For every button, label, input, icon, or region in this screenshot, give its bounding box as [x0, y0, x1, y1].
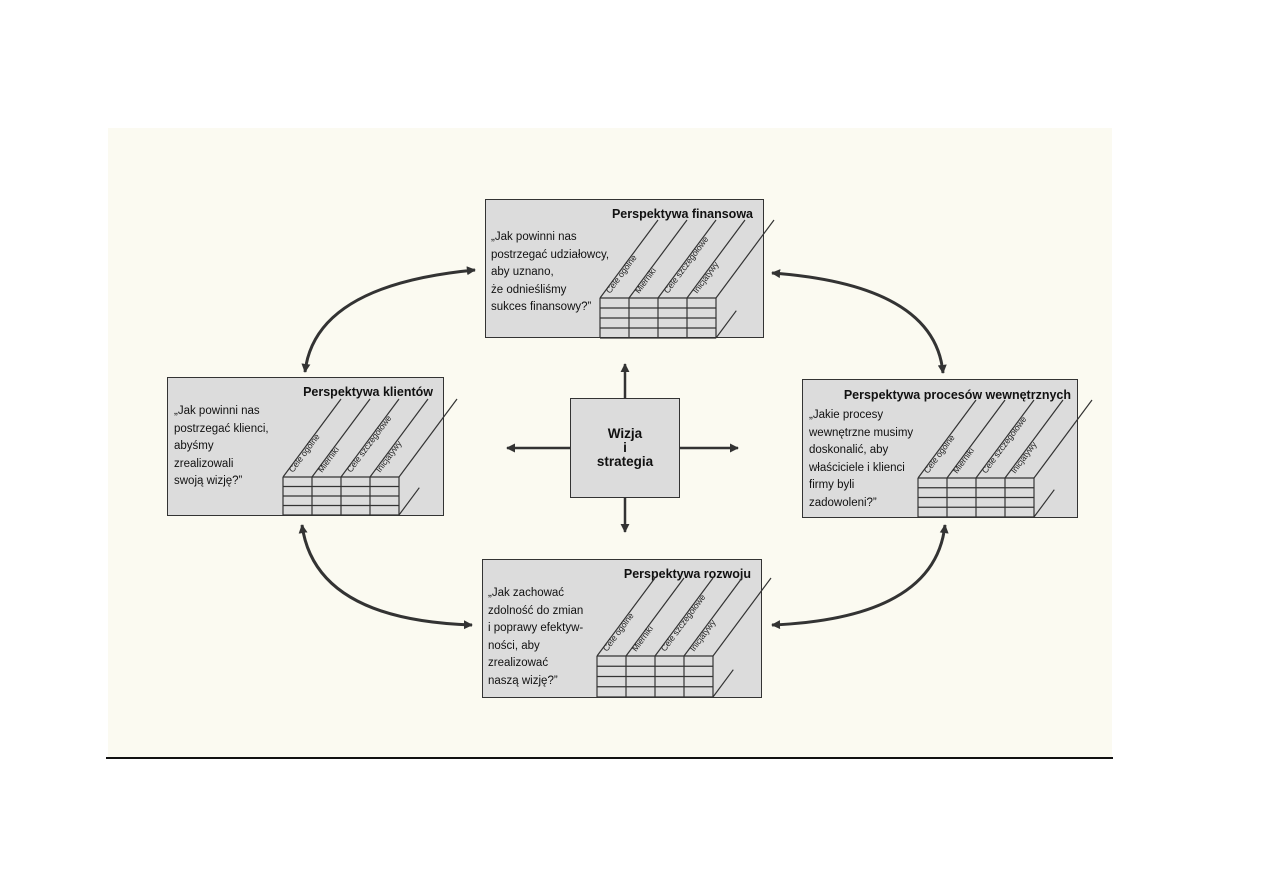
learning-perspective-box: Perspektywa rozwoju „Jak zachować zdolno… — [482, 559, 762, 698]
learning-perspective-question: „Jak zachować zdolność do zmian i popraw… — [488, 587, 584, 687]
learning-table-col-2: Mierniki — [630, 624, 656, 654]
financial-table-col-2: Mierniki — [633, 266, 659, 296]
internal-table-col-2: Mierniki — [951, 446, 977, 476]
curved-arrow-internal-learning — [771, 524, 949, 630]
curved-arrow-financial-customer — [301, 266, 476, 373]
internal-process-perspective-title: Perspektywa procesów wewnętrznych — [843, 388, 1071, 402]
financial-perspective-box: Perspektywa finansowa „Jak powinni nas p… — [485, 199, 764, 338]
vision-strategy-box: Wizja i strategia — [570, 398, 680, 498]
customer-table-col-4: Inicjatywy — [374, 438, 404, 474]
customer-perspective-question: „Jak powinni nas postrzegać klienci, aby… — [174, 405, 269, 487]
curved-arrow-customer-learning — [298, 524, 473, 630]
customer-perspective-title: Perspektywa klientów — [303, 385, 433, 399]
vision-strategy-line-3: strategia — [596, 454, 654, 469]
internal-table-col-4: Inicjatywy — [1009, 439, 1039, 475]
financial-table-col-4: Inicjatywy — [691, 259, 721, 295]
financial-perspective-title: Perspektywa finansowa — [611, 207, 753, 221]
vision-strategy-line-2: i — [623, 440, 627, 455]
page-bottom-rule — [106, 757, 1113, 759]
internal-process-perspective-question: „Jakie procesy wewnętrzne musimy doskona… — [809, 409, 914, 509]
curved-arrow-financial-internal — [771, 269, 947, 374]
financial-perspective-question: „Jak powinni nas postrzegać udziałowcy, … — [491, 231, 610, 313]
learning-perspective-title: Perspektywa rozwoju — [623, 567, 751, 581]
vision-strategy-line-1: Wizja — [607, 426, 643, 441]
learning-table-col-4: Inicjatywy — [688, 617, 718, 653]
customer-table-col-2: Mierniki — [316, 445, 342, 475]
